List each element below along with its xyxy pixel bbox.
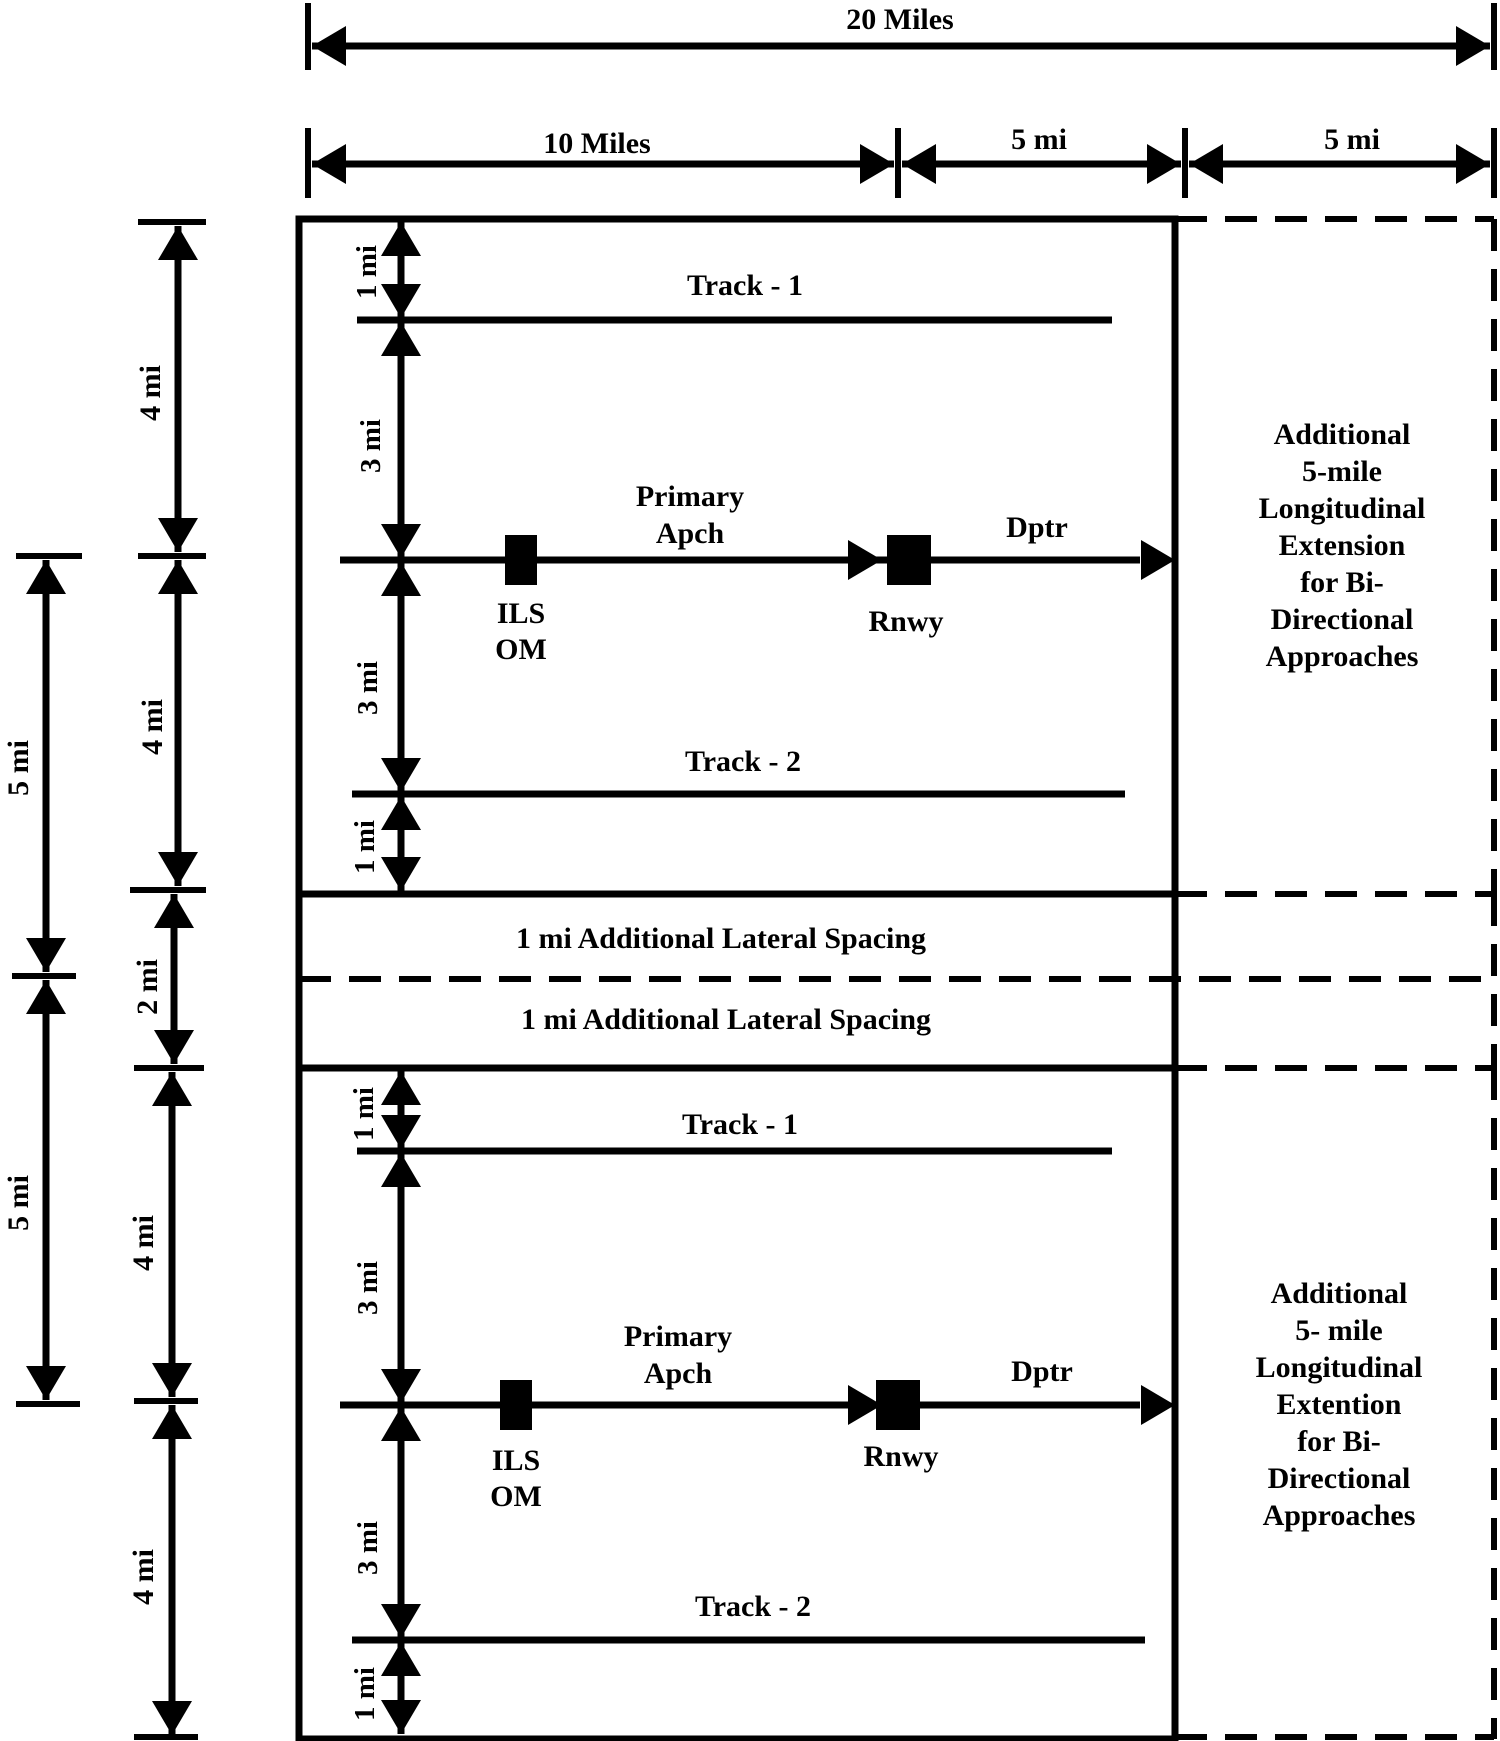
- lateral-spacing-label-upper: 1 mi Additional Lateral Spacing: [516, 922, 926, 955]
- upper-dim-1mi-top-arrow-down: [381, 284, 421, 318]
- upper-track-2-label: Track - 2: [685, 745, 801, 778]
- upper-ils-label: ILS: [497, 597, 545, 630]
- lower-dim-1mi-bottom-arrow-down: [381, 1700, 421, 1734]
- lateral-spacing-label-lower: 1 mi Additional Lateral Spacing: [521, 1003, 931, 1036]
- lower-om-label: OM: [490, 1480, 542, 1513]
- dim-5mi-a-arrow-right: [1147, 144, 1181, 184]
- dim-20-miles-arrow-left: [312, 26, 346, 66]
- upper-track-1-label: Track - 1: [687, 269, 803, 302]
- lower-dim-3mi-top-arrow-down: [381, 1369, 421, 1403]
- left-4mi-1-arrow-down: [158, 518, 198, 552]
- left-4mi-label-1: 4 mi: [134, 365, 167, 421]
- lower-dptr-label: Dptr: [1011, 1355, 1073, 1388]
- lower-ils-om-marker: [500, 1380, 532, 1430]
- upper-3mi-bottom-label: 3 mi: [352, 661, 384, 715]
- left-2mi-label: 2 mi: [131, 959, 164, 1015]
- dim-5mi-label-a: 5 mi: [1011, 123, 1067, 156]
- left-2mi-arrow-down: [154, 1030, 194, 1064]
- dim-10-miles-arrow-right: [860, 144, 894, 184]
- lower-dim-3mi-bottom-arrow-down: [381, 1604, 421, 1638]
- lower-runway-marker: [876, 1380, 920, 1430]
- lower-extension-line-5: for Bi-: [1297, 1425, 1381, 1458]
- left-4mi-4-arrow-down: [152, 1701, 192, 1735]
- left-4mi-3-arrow-up: [152, 1072, 192, 1106]
- lower-extension-line-7: Approaches: [1263, 1499, 1416, 1532]
- left-4mi-label-2: 4 mi: [136, 699, 169, 755]
- lower-1mi-bottom-label: 1 mi: [349, 1667, 381, 1721]
- far-left-5mi-upper-label: 5 mi: [2, 740, 35, 796]
- far-left-5mi-lower-label: 5 mi: [2, 1175, 35, 1231]
- dim-10-miles-arrow-left: [312, 144, 346, 184]
- upper-extension-line-3: Longitudinal: [1259, 492, 1426, 525]
- left-4mi-3-arrow-down: [152, 1363, 192, 1397]
- upper-dim-3mi-top-arrow-down: [381, 524, 421, 558]
- left-4mi-2-arrow-down: [158, 852, 198, 886]
- upper-extension-line-6: Directional: [1271, 603, 1414, 636]
- lower-dim-3mi-top-arrow-up: [381, 1153, 421, 1187]
- left-4mi-2-arrow-up: [158, 560, 198, 594]
- upper-approach-arrow: [848, 540, 882, 580]
- upper-dim-1mi-bottom-arrow-down: [381, 857, 421, 891]
- diagram-shapes: [12, 3, 1497, 1741]
- dim-20-miles-arrow-right: [1456, 26, 1490, 66]
- left-4mi-label-3: 4 mi: [127, 1215, 160, 1271]
- dim-10-miles-label: 10 Miles: [543, 127, 650, 160]
- lower-extension-line-3: Longitudinal: [1256, 1351, 1423, 1384]
- upper-1mi-bottom-label: 1 mi: [349, 820, 381, 874]
- lower-3mi-top-label: 3 mi: [352, 1261, 384, 1315]
- lower-rnwy-label: Rnwy: [863, 1440, 938, 1473]
- lower-apch-label: Apch: [644, 1357, 713, 1390]
- upper-apch-label: Apch: [656, 517, 725, 550]
- upper-dptr-label: Dptr: [1006, 511, 1068, 544]
- dim-5mi-b-arrow-left: [1189, 144, 1223, 184]
- upper-extension-line-2: 5-mile: [1302, 455, 1382, 488]
- upper-extension-line-4: Extension: [1279, 529, 1406, 562]
- left-2mi-arrow-up: [154, 894, 194, 928]
- dim-5mi-b-arrow-right: [1456, 144, 1490, 184]
- upper-dim-3mi-bottom-arrow-up: [381, 562, 421, 596]
- far-left-5mi-lower-arrow-down: [26, 1366, 66, 1400]
- upper-dim-1mi-bottom-arrow-up: [381, 796, 421, 830]
- upper-extension-line-5: for Bi-: [1300, 566, 1384, 599]
- lower-primary-label: Primary: [624, 1320, 732, 1353]
- lower-dim-3mi-bottom-arrow-up: [381, 1407, 421, 1441]
- lower-extension-line-4: Extention: [1276, 1388, 1401, 1421]
- lower-1mi-top-label: 1 mi: [348, 1087, 380, 1141]
- lower-departure-arrow: [1141, 1385, 1175, 1425]
- far-left-5mi-upper-arrow-up: [26, 560, 66, 594]
- upper-extension-line-7: Approaches: [1266, 640, 1419, 673]
- lower-extension-line-6: Directional: [1268, 1462, 1411, 1495]
- upper-om-label: OM: [495, 633, 547, 666]
- far-left-5mi-lower-arrow-up: [26, 980, 66, 1014]
- lower-dim-1mi-bottom-arrow-up: [381, 1642, 421, 1676]
- lower-approach-arrow: [848, 1385, 882, 1425]
- far-left-5mi-upper-arrow-down: [26, 938, 66, 972]
- dim-5mi-a-arrow-left: [902, 144, 936, 184]
- upper-1mi-top-label: 1 mi: [351, 245, 383, 299]
- left-4mi-1-arrow-up: [158, 226, 198, 260]
- upper-ils-om-marker: [505, 535, 537, 585]
- left-4mi-4-arrow-up: [152, 1405, 192, 1439]
- upper-rnwy-label: Rnwy: [868, 605, 943, 638]
- lower-extension-line-2: 5- mile: [1295, 1314, 1382, 1347]
- upper-runway-marker: [887, 535, 931, 585]
- upper-dim-3mi-bottom-arrow-down: [381, 758, 421, 792]
- lower-ils-label: ILS: [492, 1444, 540, 1477]
- lower-track-1-label: Track - 1: [682, 1108, 798, 1141]
- upper-3mi-top-label: 3 mi: [355, 419, 387, 473]
- dim-20-miles-label: 20 Miles: [846, 3, 953, 36]
- upper-primary-label: Primary: [636, 480, 744, 513]
- upper-dim-3mi-top-arrow-up: [381, 322, 421, 356]
- lower-dim-1mi-top-arrow-down: [381, 1115, 421, 1149]
- lower-dim-1mi-top-arrow-up: [381, 1071, 421, 1105]
- lower-extension-line-1: Additional: [1271, 1277, 1408, 1310]
- lower-3mi-bottom-label: 3 mi: [352, 1521, 384, 1575]
- upper-dim-1mi-top-arrow-up: [381, 222, 421, 256]
- dim-5mi-label-b: 5 mi: [1324, 123, 1380, 156]
- upper-extension-line-1: Additional: [1274, 418, 1411, 451]
- left-4mi-label-4: 4 mi: [127, 1549, 160, 1605]
- upper-departure-arrow: [1141, 540, 1175, 580]
- lower-track-2-label: Track - 2: [695, 1590, 811, 1623]
